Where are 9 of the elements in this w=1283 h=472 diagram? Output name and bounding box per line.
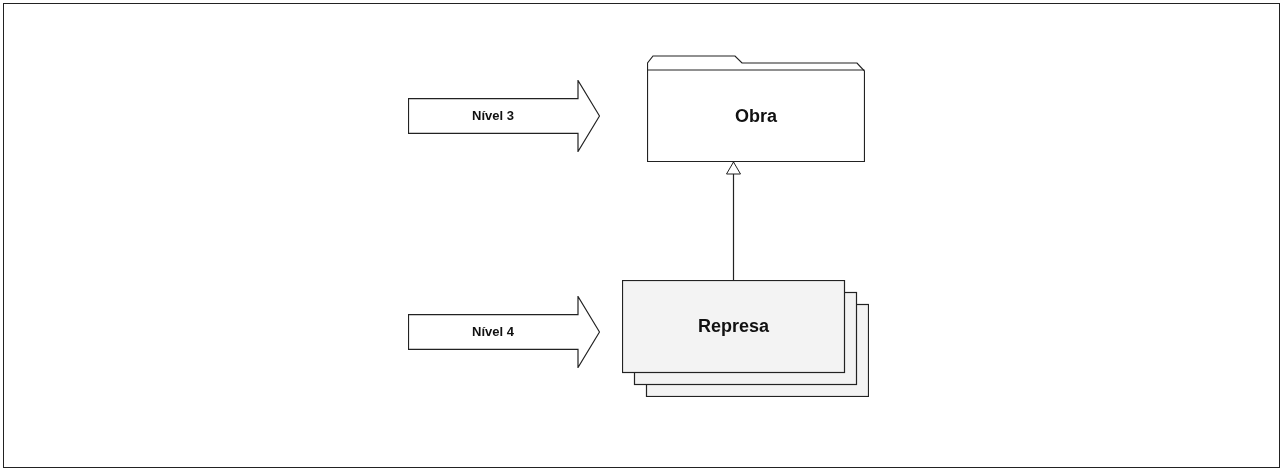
package-folder — [647, 55, 865, 162]
stacked-box — [622, 280, 869, 397]
block-arrow — [408, 296, 600, 368]
node-label: Represa — [697, 315, 769, 338]
generalization-arrow — [726, 161, 741, 281]
block-arrow — [408, 80, 600, 152]
node-label: Nível 4 — [472, 323, 514, 342]
node-label: Nível 3 — [472, 107, 514, 126]
node-label: Obra — [735, 104, 777, 128]
